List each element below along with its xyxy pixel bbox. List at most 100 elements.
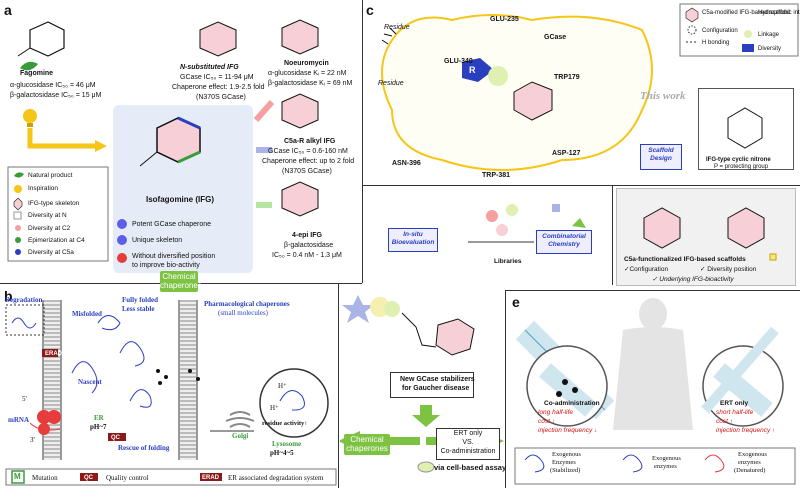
c-gcase: GCase (544, 34, 567, 41)
c-residue-1: Residue (384, 24, 410, 31)
d-scaffolds-graphic (643, 207, 777, 261)
c-glu235: GLU-235 (490, 16, 519, 23)
b-h1: H⁺ (278, 382, 287, 390)
legend-inspiration: Inspiration (28, 185, 58, 192)
d-this-work: This work (640, 90, 686, 102)
c-asp127: ASP-127 (552, 150, 581, 157)
panel-label-c: c (366, 2, 374, 18)
ifg-item-2: Unique skeleton (132, 237, 183, 244)
b-h2: H⁺ (270, 404, 279, 412)
center-new-box (390, 372, 474, 398)
e-legend-1c: (Stabilized) (550, 467, 581, 474)
legend-epimerization: Epimerization at C4 (28, 237, 85, 244)
e-coadmin: Co-administration (544, 400, 600, 407)
d-nitrone-label: IFG-type cyclic nitrone (706, 157, 771, 163)
center-assay: via cell-based assay (434, 463, 507, 472)
nsub-chap: Chaperone effect: 1.9-2.5 fold (172, 84, 265, 91)
e-cost2: cost ↑ (716, 418, 733, 425)
panel-b-graphics (5, 304, 337, 486)
epi-title: 4-epi IFG (292, 232, 322, 239)
e-legend-1b: Enzymes (552, 459, 576, 466)
c-legend-config: Configuration (702, 28, 738, 34)
b-misfolded: Misfolded (72, 310, 102, 318)
b-ph7: pH~7 (90, 423, 107, 431)
c-asn396: ASN-396 (392, 160, 421, 167)
nsub-chap2: (N370S GCase) (196, 94, 246, 101)
fagomine-beta: β-galactosidase IC₅₀ = 15 μM (10, 92, 102, 99)
panel-label-e: e (512, 294, 520, 310)
c-legend-diversity: Diversity (758, 46, 782, 52)
legend-diversity-c5a: Diversity at C5a (28, 249, 74, 256)
e-legend-2b: enzymes (654, 463, 677, 470)
c-legend-scaffold: C5a-modified IFG-based scaffold (702, 10, 790, 16)
panel-e-graphics (514, 298, 796, 485)
c5a-title: C5a-R alkyl IFG (284, 138, 336, 145)
c-residue-2: Residue (378, 80, 404, 87)
d-protect-label: P = protecting group (714, 164, 769, 170)
e-legend-2a: Exogenous (652, 455, 681, 462)
b-less-stable: Less stable (122, 305, 155, 313)
noeuromycin-beta: β-galactosidase Kᵢ = 69 nM (268, 80, 353, 87)
b-qc-tag: QC (111, 435, 120, 441)
b-small-molecules: (small molecules) (218, 309, 268, 317)
c5a-ic50: GCase IC₅₀ = 0.6-160 nM (268, 148, 348, 155)
c5a-chap: Chaperone effect: up to 2 fold (262, 158, 355, 165)
epi-enz: β-galactosidase (284, 242, 334, 249)
b-rescue: Rescue of folding (118, 444, 170, 452)
b-legend-erad-label: ER associated degradation system (228, 474, 324, 482)
d-nitrone-box (698, 88, 794, 170)
legend-diversity-c2: Diversity at C2 (28, 225, 71, 232)
d-diversity: ✓ Diversity position (700, 266, 757, 273)
d-nitrone-graphic (727, 107, 763, 149)
noeuromycin-name: Noeuromycin (284, 60, 329, 67)
d-underlying: ✓ Underlying IFG-bioactivity (652, 276, 734, 283)
c5a-chap2: (N370S GCase) (282, 168, 332, 175)
c-legend-linkage: Linkage (758, 32, 780, 38)
b-legend-qc-label: Quality control (106, 474, 149, 482)
b-legend-qc: QC (84, 475, 93, 481)
ifg-item-1: Potent GCase chaperone (132, 221, 211, 228)
b-ph45: pH~4~5 (270, 449, 294, 457)
center-new-2: for Gaucher disease (402, 385, 470, 392)
ifg-item-3: Without diversified position (132, 253, 216, 260)
e-legend-3c: (Denatured) (734, 467, 766, 474)
c-r-label: R (469, 65, 476, 75)
fagomine-alpha: α-glucosidase IC₅₀ = 46 μM (10, 82, 96, 89)
legend-diversity-n: Diversity at N (28, 212, 67, 219)
b-legend-erad: ERAD (202, 475, 220, 481)
d-config: ✓Configuration (624, 266, 669, 273)
b-mrna: mRNA (8, 416, 29, 424)
legend-ifg-skeleton: IFG-type skeleton (28, 200, 80, 207)
b-three-prime: 3' (30, 436, 35, 444)
e-long: long half-life (538, 409, 574, 416)
panel-label-a: a (4, 2, 12, 18)
b-erad: ERAD (45, 351, 63, 357)
divider-d-left (612, 185, 613, 285)
b-legend-m: M (14, 472, 21, 481)
e-short: short half-life (716, 409, 754, 416)
c-glu340: GLU-340 (444, 58, 473, 65)
e-legend-1a: Exogenous (552, 451, 581, 458)
d-libraries-graphic (468, 204, 586, 243)
c-legend-hbond: H bonding (702, 40, 730, 46)
nsub-ic50: GCase IC₅₀ = 11-94 μM (180, 74, 254, 81)
c-trp179: TRP179 (554, 74, 580, 81)
panel-a-graphics (7, 19, 319, 273)
nsub-title: N-substituted IFG (180, 64, 239, 71)
e-ertonly: ERT only (720, 400, 749, 407)
divider-b-right (338, 283, 339, 488)
e-inj1: injection frequency ↓ (538, 427, 598, 434)
epi-ic50: IC₅₀ = 0.4 nM - 1.3 μM (272, 252, 342, 259)
c-legend-hydrophobic: Hydrophobic interaction (758, 10, 800, 16)
b-legend-mutation: Mutation (32, 474, 58, 482)
b-five-prime: 5' (22, 395, 27, 403)
legend-natural: Natural product (28, 172, 73, 179)
e-legend-3a: Exogenous (738, 451, 767, 458)
divider-cd (362, 185, 800, 186)
center-new-1: New GCase stabilizers (400, 376, 475, 383)
panel-c-graphics (381, 3, 799, 171)
c-trp381: TRP-381 (482, 172, 511, 179)
